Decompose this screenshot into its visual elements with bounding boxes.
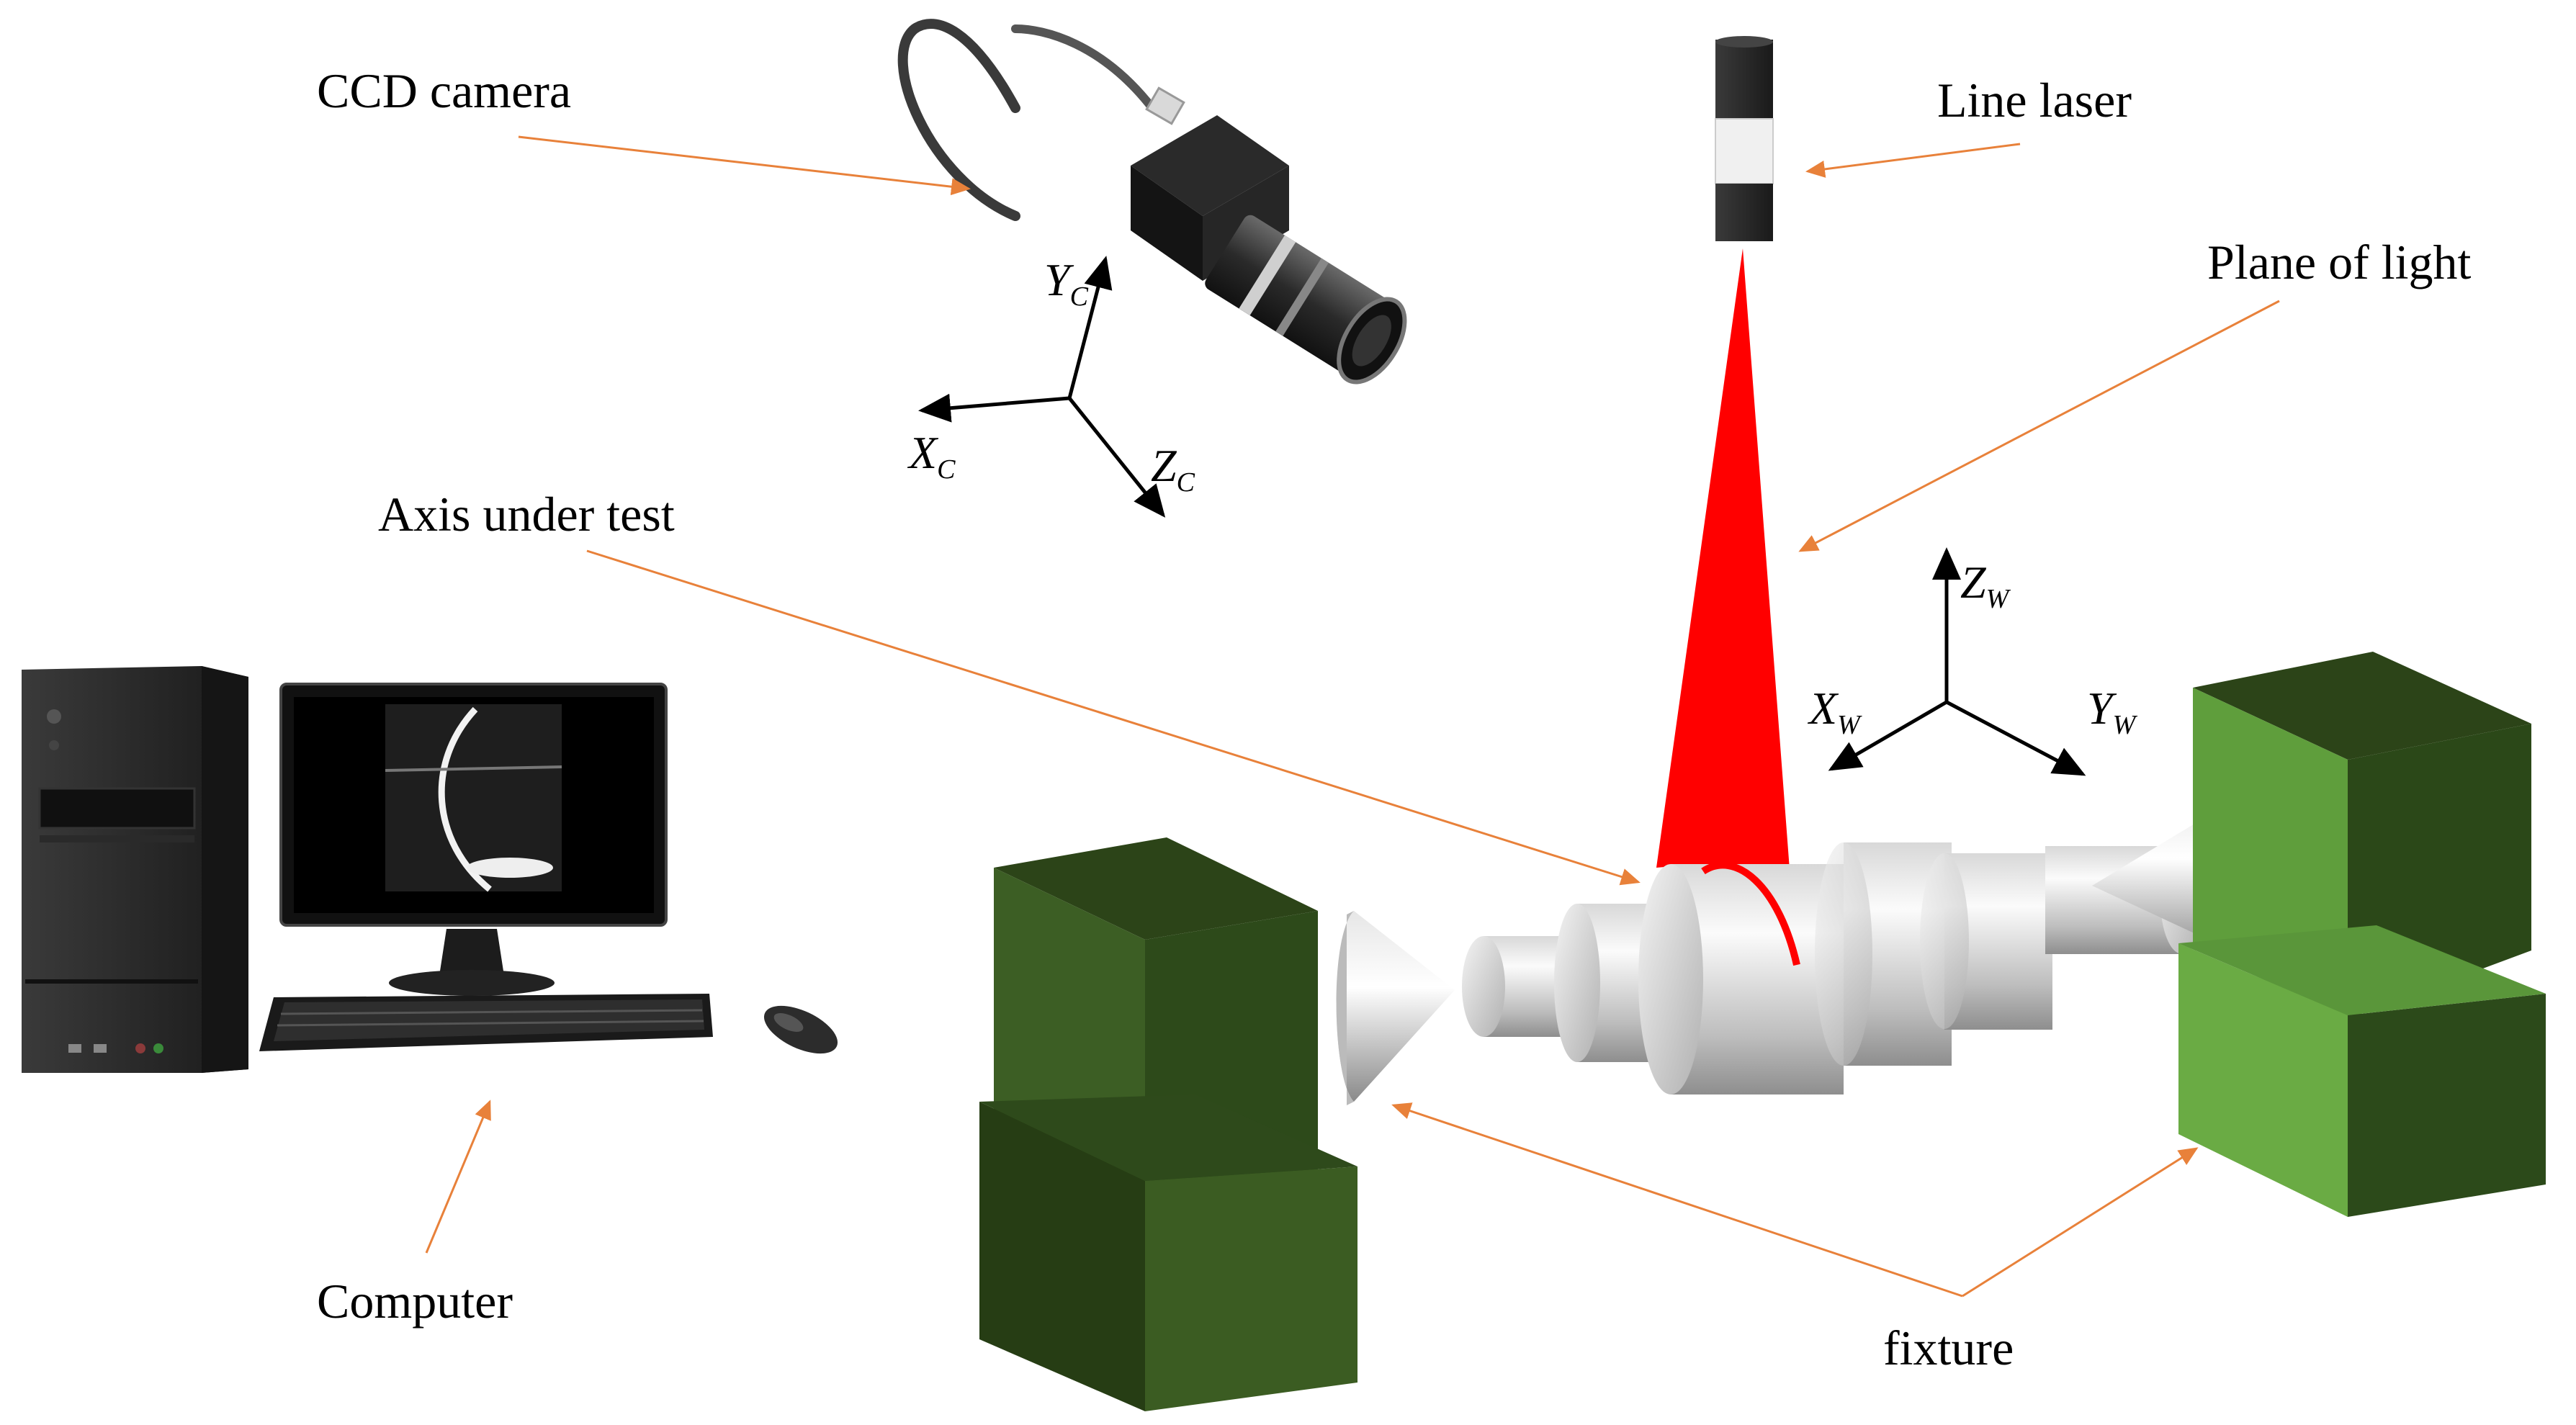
leader-computer: [425, 1100, 491, 1254]
camera-y-label: YC: [1044, 254, 1089, 312]
plane-of-light-label: Plane of light: [2207, 235, 2472, 289]
laser-line-on-shaft: [1701, 861, 1800, 966]
fixture-label: fixture: [1883, 1321, 2014, 1375]
leader-fixture-right: [1962, 1147, 2199, 1298]
leader-plane-of-light: [1798, 300, 2280, 552]
leader-lines: [425, 135, 2280, 1298]
world-coordinate-axes: [1828, 547, 2086, 776]
left-fixture: [979, 837, 1455, 1411]
line-laser-icon: [1715, 36, 1774, 241]
camera-z-label: ZC: [1151, 440, 1195, 498]
computer-icon: [22, 666, 248, 1073]
camera-x-label: XC: [907, 427, 956, 485]
leader-line-laser: [1805, 143, 2021, 178]
world-y-axis: [1945, 700, 2086, 776]
ccd-camera-label: CCD camera: [317, 63, 572, 118]
camera-z-axis: [1068, 397, 1166, 518]
camera-y-axis: [1067, 256, 1113, 399]
shaft-axis-under-test: [1462, 842, 2204, 1094]
monitor-icon: [279, 683, 668, 996]
camera-coordinate-axes: [918, 256, 1166, 518]
laser-plane-of-light: [1656, 248, 1797, 965]
ccd-camera-icon: [897, 19, 1407, 385]
leader-fixture-left: [1391, 1102, 1963, 1298]
world-y-label: YW: [2087, 683, 2138, 740]
right-fixture: [2092, 652, 2546, 1217]
leader-ccd-camera: [518, 135, 971, 196]
line-laser-label: Line laser: [1937, 73, 2132, 127]
world-x-label: XW: [1807, 683, 1862, 740]
world-z-label: ZW: [1960, 557, 2011, 614]
computer-label: Computer: [317, 1274, 513, 1329]
world-x-axis: [1828, 700, 1948, 771]
camera-x-axis: [918, 393, 1070, 423]
keyboard-icon: [259, 994, 713, 1051]
mouse-icon: [763, 1005, 838, 1054]
axis-under-test-label: Axis under test: [378, 487, 675, 541]
leader-axis-under-test: [586, 549, 1641, 886]
